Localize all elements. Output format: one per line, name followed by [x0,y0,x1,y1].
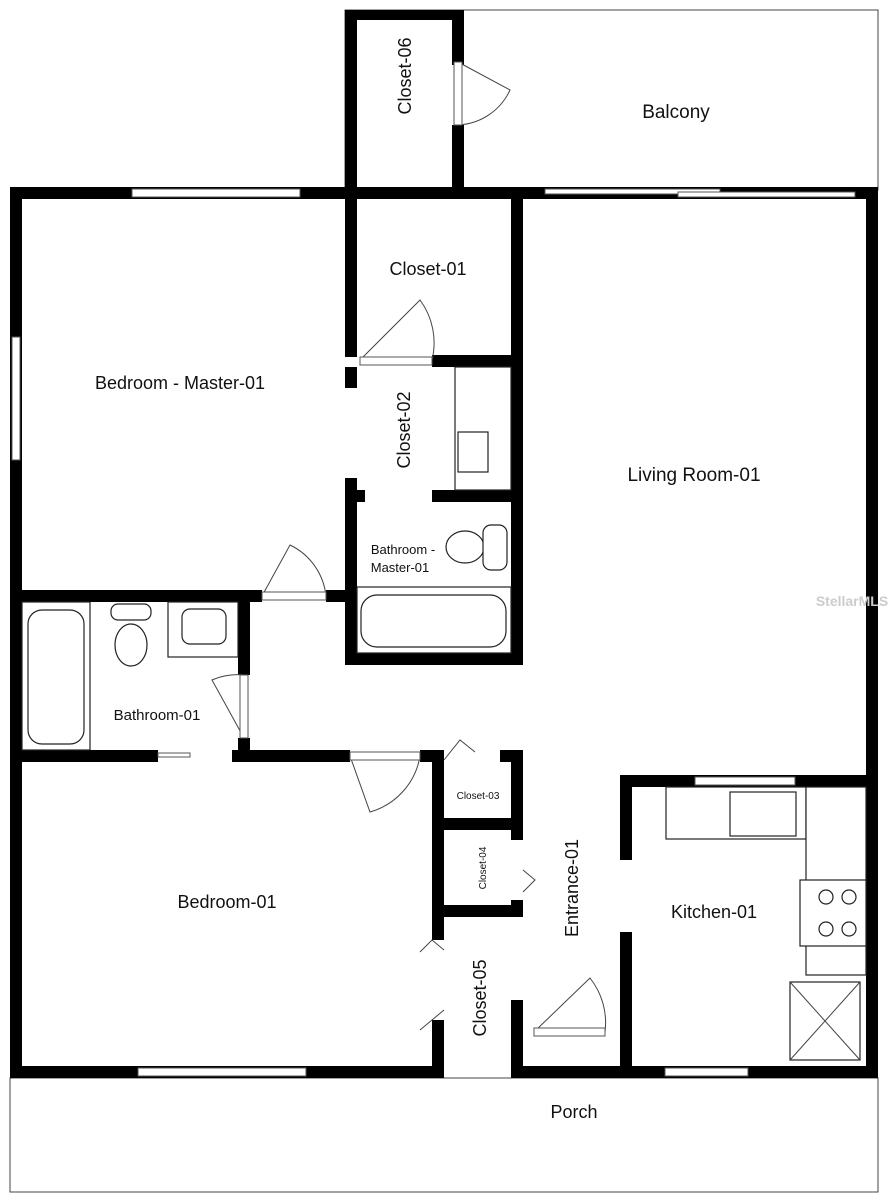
label-closet-01: Closet-01 [389,259,466,279]
label-living-room: Living Room-01 [627,465,760,486]
room-labels: Balcony Closet-06 Closet-01 Bedroom - Ma… [95,37,761,1122]
label-closet-06: Closet-06 [395,37,415,114]
fixtures [21,366,867,1061]
label-closet-04: Closet-04 [478,846,489,889]
windows [11,188,856,1077]
label-kitchen: Kitchen-01 [671,902,757,922]
label-closet-03: Closet-03 [457,791,500,802]
watermark: StellarMLS [816,593,888,609]
stove-icon [799,879,867,947]
label-balcony: Balcony [642,102,710,123]
label-bedroom-01: Bedroom-01 [177,892,276,912]
doors [157,61,607,1037]
label-bathroom-master-1: Bathroom - [371,542,435,557]
label-porch: Porch [550,1102,597,1122]
label-bathroom-master-2: Master-01 [371,560,430,575]
balcony-outline [344,9,879,191]
porch-outline [9,1077,879,1193]
kitchen-sink-icon [729,791,797,837]
label-bathroom-01: Bathroom-01 [114,707,201,724]
label-closet-05: Closet-05 [470,959,490,1036]
label-closet-02: Closet-02 [394,391,414,468]
toilet-icon [114,623,148,667]
label-bedroom-master: Bedroom - Master-01 [95,373,265,393]
label-entrance: Entrance-01 [562,839,582,937]
sink-icon [457,431,489,473]
toilet-icon [445,530,485,564]
